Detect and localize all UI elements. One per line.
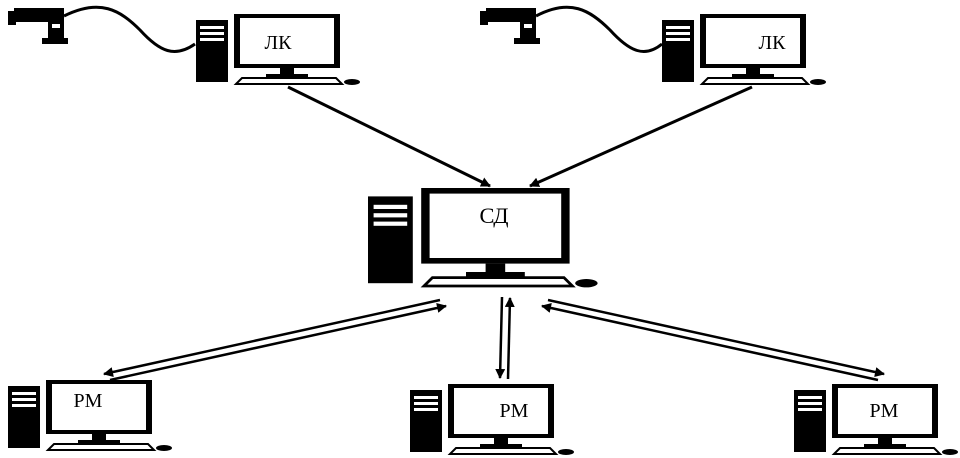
link-sd-rm2 bbox=[495, 296, 515, 380]
node-rm1: РМ bbox=[7, 379, 173, 452]
node-rm3: РМ bbox=[793, 383, 959, 456]
node-lk2: ЛК bbox=[661, 13, 827, 86]
camera-device-2 bbox=[480, 5, 663, 53]
node-label: ЛК bbox=[759, 32, 787, 54]
node-label: РМ bbox=[500, 400, 529, 422]
node-label: ЛК bbox=[265, 32, 293, 54]
link-lk1-sd bbox=[287, 85, 491, 188]
link-lk2-sd bbox=[529, 85, 753, 188]
node-rm2: РМ bbox=[409, 383, 575, 456]
camera-device-1 bbox=[8, 5, 196, 53]
link-sd-rm1 bbox=[103, 298, 447, 382]
node-label: РМ bbox=[74, 390, 103, 412]
node-label: РМ bbox=[870, 400, 899, 422]
node-lk1: ЛК bbox=[195, 13, 361, 86]
link-sd-rm3 bbox=[541, 298, 885, 382]
node-label: СД bbox=[479, 203, 508, 228]
node-sd: СД bbox=[366, 186, 599, 289]
